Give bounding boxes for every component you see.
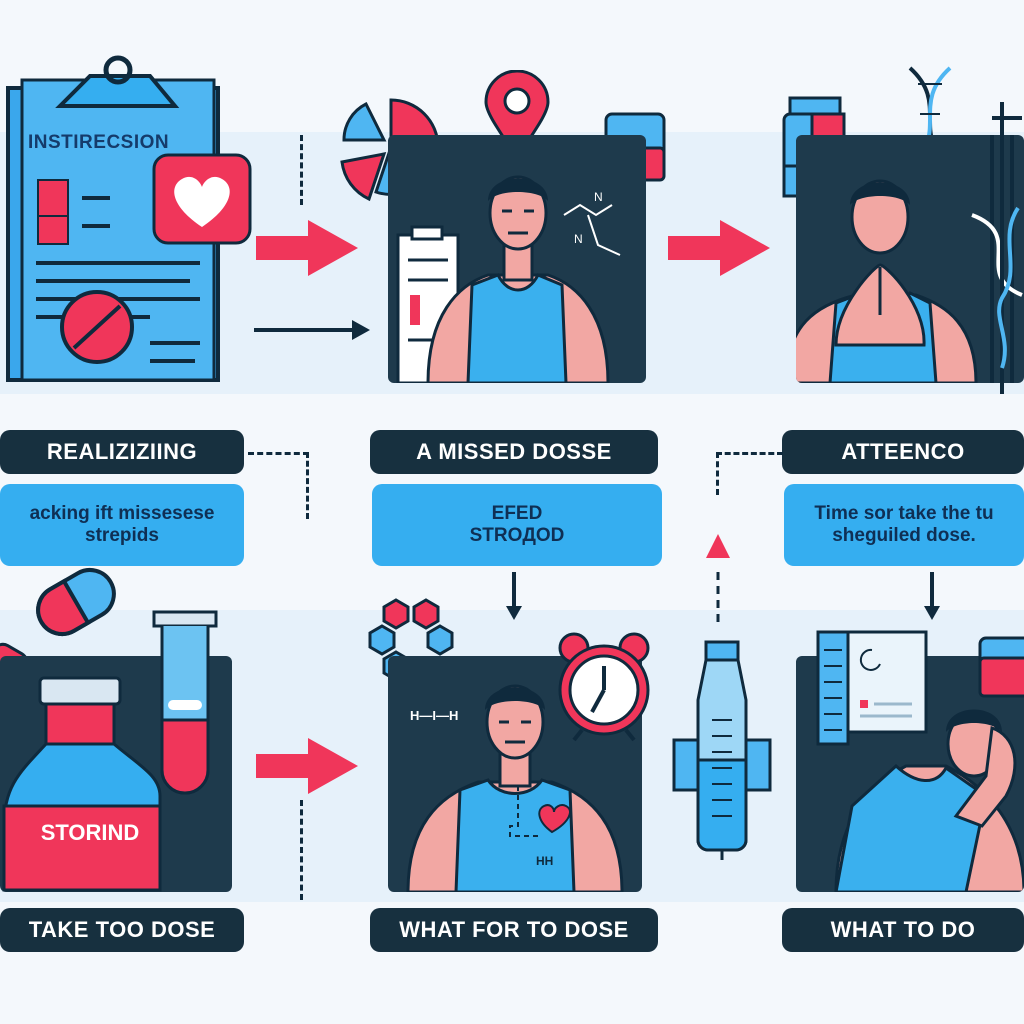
arrow-down-icon	[504, 570, 524, 622]
svg-text:N: N	[594, 190, 603, 204]
note-line: Time sor take the tu	[814, 503, 994, 524]
note-line: strepids	[85, 525, 159, 546]
arrow-right-icon	[664, 218, 774, 278]
note-atteenco: Time sor take the tu sheguiled dose.	[784, 484, 1024, 566]
note-line: STROДOD	[469, 525, 565, 546]
vial-icon	[672, 640, 772, 862]
chest-tag: HH	[536, 854, 554, 868]
location-pin-icon	[482, 69, 552, 162]
step-label-take-dose: TAKE TOO DOSE	[0, 908, 244, 952]
arrow-right-icon	[252, 318, 372, 342]
step-label-missed-dose: A MISSED DOSSE	[370, 430, 658, 474]
alarm-clock-icon	[552, 630, 656, 742]
pill-icon	[58, 288, 136, 366]
dashed-divider	[300, 800, 309, 900]
step-label-what-for: WHAT FOR TO DOSE	[370, 908, 658, 952]
note-line: EFED	[491, 503, 543, 524]
heart-icon	[152, 153, 252, 245]
step-label-what-to-do: WHAT TO DO	[782, 908, 1024, 952]
molecule-formula: H—I—H	[410, 708, 459, 723]
arrow-right-icon	[252, 736, 362, 796]
panel-missed-dose: N N	[388, 135, 646, 383]
note-line: acking ift missesese	[29, 503, 215, 524]
test-tube-icon	[150, 610, 220, 810]
svg-text:N: N	[574, 232, 583, 246]
dashed-connector	[248, 452, 309, 519]
pill-icon	[30, 560, 122, 644]
clipboard-icon: INSTIRECSION	[0, 48, 260, 388]
panel-atteenco	[796, 135, 1024, 383]
arrow-down-icon	[922, 570, 942, 622]
note-realizing: acking ift missesese strepids	[0, 484, 244, 566]
note-missed-dose: EFED STROДOD	[372, 484, 662, 566]
arrow-right-icon	[252, 218, 362, 278]
dashed-connector	[716, 452, 783, 495]
vial-icon	[978, 636, 1024, 698]
dashed-divider	[300, 135, 309, 205]
step-label-realizing: REALIZIZIING	[0, 430, 244, 474]
dna-icon	[988, 98, 1024, 398]
arrow-up-icon	[704, 532, 732, 624]
clipboard-title: INSTIRECSION	[28, 132, 170, 153]
note-line: sheguiled dose.	[832, 525, 976, 546]
medicine-bottle-icon: STORIND	[0, 676, 164, 892]
step-label-atteenco: ATTEENCO	[782, 430, 1024, 474]
document-icon	[816, 630, 928, 746]
panel-what-for: H—I—H HH	[388, 656, 642, 892]
bottle-label: STORIND	[40, 820, 140, 845]
